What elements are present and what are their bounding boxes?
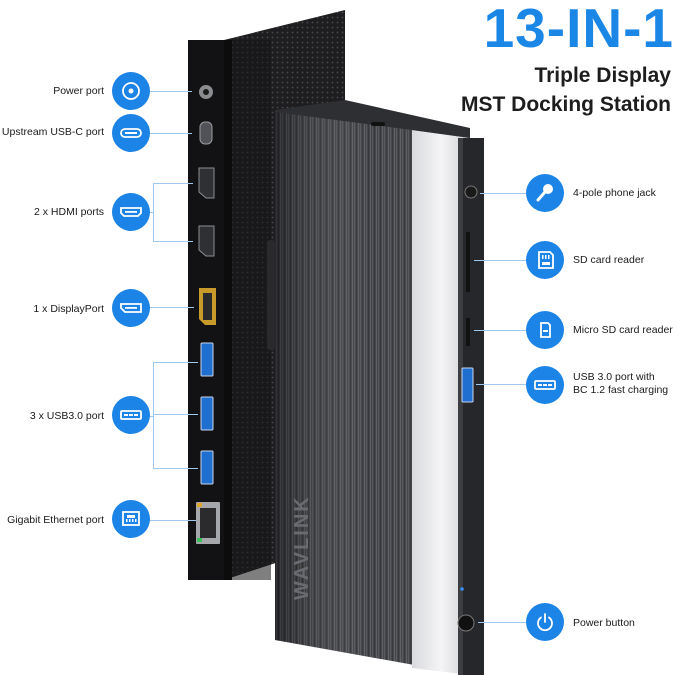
power-button-icon [526, 603, 564, 641]
sd-card-slot [466, 232, 470, 292]
micro-sd-slot [466, 318, 470, 346]
ethernet-icon [112, 500, 150, 538]
sd-card-icon [526, 241, 564, 279]
label-ethernet-port: Gigabit Ethernet port [7, 514, 104, 526]
label-micro-sd-reader: Micro SD card reader [573, 324, 673, 336]
hdmi-port-2 [198, 225, 215, 257]
displayport-icon [112, 289, 150, 327]
connector-line-displayport [142, 307, 194, 308]
connector-line-sd [474, 260, 526, 261]
usb-c-port [199, 121, 213, 145]
label-power-button: Power button [573, 617, 635, 629]
label-usb-charging-line1: USB 3.0 port with [573, 371, 655, 383]
usb-charging-icon [526, 366, 564, 404]
usb-c-icon [112, 114, 150, 152]
usb3-port-3 [200, 450, 214, 485]
connector-line-power-button [478, 622, 526, 623]
product-subtitle-line1: Triple Display [534, 64, 671, 87]
product-title: 13-IN-1 [483, 0, 674, 59]
connector-line-ethernet [142, 520, 196, 521]
product-subtitle-line2: MST Docking Station [461, 93, 671, 116]
connector-line-usbc [142, 133, 192, 134]
device-logo: WAVLINK [291, 495, 313, 600]
label-displayport: 1 x DisplayPort [33, 303, 104, 315]
phone-jack-port [464, 185, 478, 199]
label-usb-c-port: Upstream USB-C port [1, 126, 104, 138]
label-phone-jack: 4-pole phone jack [573, 187, 656, 199]
front-unit-silver-panel [412, 130, 470, 675]
usb3-port-1 [200, 342, 214, 377]
label-usb-charging-line2: BC 1.2 fast charging [573, 384, 669, 396]
connector-line-usb-charging [476, 384, 526, 385]
hdmi-icon [112, 193, 150, 231]
label-usb3-ports: 3 x USB3.0 port [29, 410, 104, 422]
label-power-port: Power port [53, 85, 104, 97]
power-button-port [457, 614, 475, 632]
status-led [460, 587, 464, 591]
hdmi-port-1 [198, 167, 215, 199]
usb3-port-2 [200, 396, 214, 431]
usb3-charging-port [461, 367, 474, 403]
connector-bracket-usb3 [153, 362, 154, 468]
connector-line-power [142, 91, 192, 92]
connector-line-micro-sd [474, 330, 526, 331]
connector-line-phone-jack [480, 193, 526, 194]
usb-a-icon [112, 396, 150, 434]
micro-sd-icon [526, 311, 564, 349]
label-hdmi-ports: 2 x HDMI ports [33, 206, 104, 218]
microphone-icon [526, 174, 564, 212]
label-sd-card-reader: SD card reader [573, 254, 645, 266]
power-port-icon [112, 72, 150, 110]
